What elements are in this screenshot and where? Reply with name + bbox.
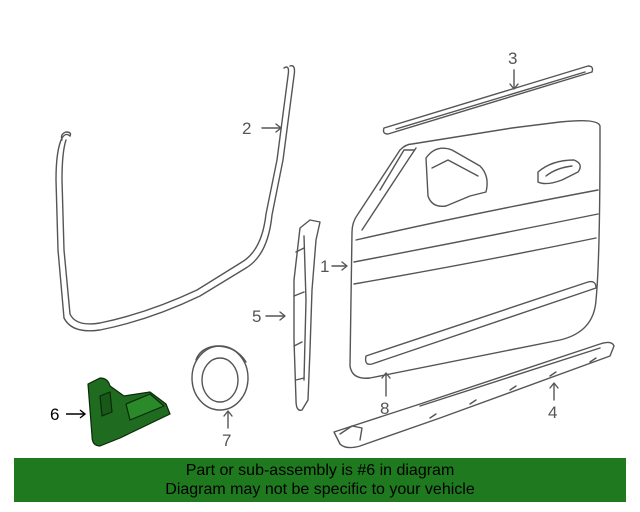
part-6-highlighted-bracket[interactable]: [87, 377, 171, 447]
callout-6[interactable]: 6: [50, 405, 60, 424]
parts-diagram: [55, 65, 615, 449]
leader-line-6: [66, 409, 87, 419]
leader-lines: [223, 69, 559, 429]
callout-2: 2: [242, 119, 252, 138]
banner-line-2: Diagram may not be specific to your vehi…: [165, 481, 475, 498]
banner-line-1: Part or sub-assembly is #6 in diagram: [185, 462, 455, 479]
part-8-door-molding: [364, 280, 597, 366]
part-4-rocker-molding: [333, 341, 615, 449]
callout-4: 4: [548, 403, 558, 422]
callout-8: 8: [380, 399, 390, 418]
callout-1: 1: [320, 257, 330, 276]
part-5-bracket: [293, 219, 321, 411]
callout-3: 3: [508, 49, 518, 68]
part-info-banner: Part or sub-assembly is #6 in diagram Di…: [14, 458, 626, 502]
callout-5: 5: [252, 307, 262, 326]
part-1-door-shell: [349, 119, 601, 379]
part-7-grommet: [191, 345, 249, 411]
part-2-weatherstrip: [55, 65, 296, 332]
part-3-belt-molding: [382, 65, 594, 135]
callout-7: 7: [222, 431, 232, 450]
